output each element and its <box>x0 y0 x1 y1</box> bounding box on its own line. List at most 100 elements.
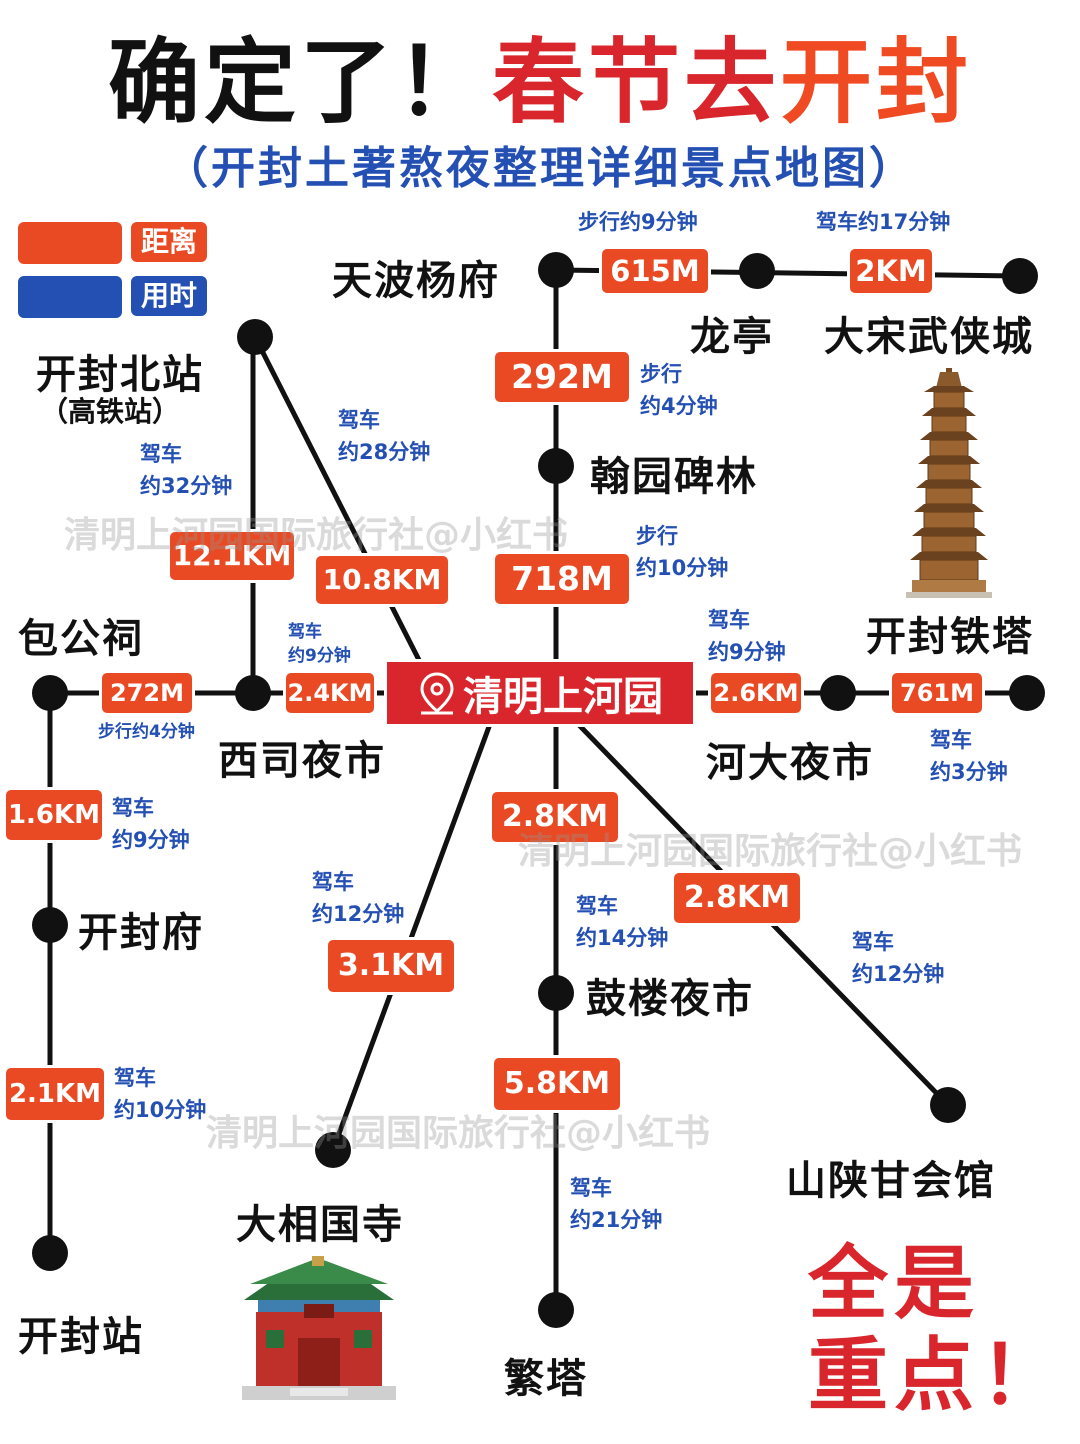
time-note-bao-xisi: 步行约4分钟 <box>98 722 195 742</box>
station-dot-pagoda <box>1009 675 1045 711</box>
time-note-mode: 驾车 <box>114 1066 156 1090</box>
time-note-duration: 约9分钟 <box>288 646 351 666</box>
time-note-north-hub: 驾车 约28分钟 <box>338 404 430 468</box>
time-note-duration: 约28分钟 <box>338 440 431 464</box>
station-dot-longting <box>739 253 775 289</box>
time-note-mode: 驾车 <box>708 608 750 632</box>
time-note-north-xisi: 驾车 约32分钟 <box>140 438 232 502</box>
map-pin-icon <box>420 672 454 715</box>
title-part1: 确定了！ <box>107 29 492 136</box>
time-note-tianbo-hanyuan: 步行 约4分钟 <box>640 358 718 422</box>
hub-label: 清明上河园 <box>463 674 663 720</box>
legend-distance-label: 距离 <box>131 222 208 262</box>
slogan-line2: 重点！ <box>808 1329 1066 1422</box>
station-longting: 龙亭 <box>690 314 774 360</box>
time-note-mode: 驾车 <box>288 622 322 642</box>
station-iron-pagoda: 开封铁塔 <box>866 614 1034 660</box>
station-kaifeng-north: 开封北站 <box>36 352 204 398</box>
time-note-duration: 约12分钟 <box>852 962 945 986</box>
distance-badge-longting-dasong: 2KM <box>850 249 932 293</box>
time-note-duration: 约10分钟 <box>636 556 729 580</box>
legend-distance-swatch <box>18 222 122 264</box>
station-dot-fanta <box>538 1292 574 1328</box>
time-note-duration: 约9分钟 <box>708 640 786 664</box>
station-dot-shanshangan <box>930 1087 966 1123</box>
distance-badge-hub-gulou: 2.8KM <box>492 792 618 842</box>
station-tianbo: 天波杨府 <box>332 258 500 304</box>
station-dot-gulou <box>538 975 574 1011</box>
station-xisi: 西司夜市 <box>218 738 386 784</box>
distance-badge-hub-xiangguosi: 3.1KM <box>328 940 454 992</box>
time-note-duration: 约4分钟 <box>640 394 718 418</box>
distance-badge-gulou-fanta: 5.8KM <box>494 1058 620 1110</box>
time-note-duration: 约12分钟 <box>312 902 405 926</box>
time-note-mode: 步行 <box>636 524 678 548</box>
route-line-hub-xiangguosi <box>330 721 493 1153</box>
station-gulou: 鼓楼夜市 <box>586 976 754 1022</box>
slogan-line1: 全是 <box>808 1237 980 1330</box>
distance-badge-north-xisi: 12.1KM <box>170 532 294 580</box>
title-part2: 春节去 <box>491 29 780 136</box>
time-note-xisi-hub: 驾车 约9分钟 <box>288 620 351 668</box>
station-baogongci: 包公祠 <box>18 616 144 662</box>
time-note-mode: 驾车 <box>852 930 894 954</box>
distance-badge-hub-shanshangan: 2.8KM <box>674 873 800 923</box>
title-part3: 开封 <box>780 29 973 136</box>
time-note-duration: 约32分钟 <box>140 474 233 498</box>
station-dot-kaifengfu <box>32 907 68 943</box>
time-note-mode: 步行 <box>640 362 682 386</box>
time-note-hub-heda: 驾车 约9分钟 <box>708 604 786 668</box>
time-note-tianbo-longting: 步行约9分钟 <box>578 210 698 234</box>
station-dot-xiangguosi <box>315 1132 351 1168</box>
station-kaifeng-station: 开封站 <box>18 1314 144 1360</box>
station-dot-tianbo <box>538 252 574 288</box>
station-heda: 河大夜市 <box>706 740 874 786</box>
time-note-duration: 约21分钟 <box>570 1208 663 1232</box>
time-note-bao-fu: 驾车 约9分钟 <box>112 792 190 856</box>
time-note-duration: 约9分钟 <box>112 828 190 852</box>
distance-badge-hub-heda: 2.6KM <box>711 673 801 713</box>
hub-qingming-shanghe-yuan: 清明上河园 <box>387 662 693 724</box>
station-dot-dasong <box>1002 258 1038 294</box>
time-note-mode: 驾车 <box>312 870 354 894</box>
station-fanta: 繁塔 <box>504 1356 588 1402</box>
watermark-3: 清明上河园国际旅行社@小红书 <box>206 1113 711 1154</box>
distance-badge-north-hub: 10.8KM <box>316 556 448 604</box>
station-hanyuan: 翰园碑林 <box>590 454 758 500</box>
station-dot-baogongci <box>32 675 68 711</box>
time-note-hub-shanshangan: 驾车 约12分钟 <box>852 926 944 990</box>
xiangguo-temple-illustration <box>242 1256 396 1400</box>
page-title: 确定了！春节去开封 <box>0 8 1080 141</box>
station-dasong: 大宋武侠城 <box>824 314 1034 360</box>
distance-badge-hanyuan-hub: 718M <box>495 554 629 604</box>
station-dot-hanyuan <box>538 448 574 484</box>
page-subtitle: （开封土著熬夜整理详细景点地图） <box>164 143 916 194</box>
station-dot-kaifeng-station <box>32 1235 68 1271</box>
time-note-hanyuan-hub: 步行 约10分钟 <box>636 520 728 584</box>
time-note-hub-xiangguosi: 驾车 约12分钟 <box>312 866 404 930</box>
iron-pagoda-illustration <box>906 368 992 598</box>
time-note-mode: 驾车 <box>576 894 618 918</box>
time-note-duration: 约3分钟 <box>930 760 1008 784</box>
time-note-mode: 驾车 <box>930 728 972 752</box>
time-note-longting-dasong: 驾车约17分钟 <box>816 210 951 234</box>
station-dot-kaifeng-north <box>237 319 273 355</box>
distance-badge-fu-station: 2.1KM <box>6 1068 104 1120</box>
legend-time-label: 用时 <box>131 276 208 316</box>
time-note-heda-pagoda: 驾车 约3分钟 <box>930 724 1008 788</box>
watermark-1: 清明上河园国际旅行社@小红书 <box>64 515 569 556</box>
time-note-duration: 约10分钟 <box>114 1098 207 1122</box>
time-note-mode: 驾车 <box>112 796 154 820</box>
time-note-gulou-fanta: 驾车 约21分钟 <box>570 1172 662 1236</box>
station-shanshangan: 山陕甘会馆 <box>786 1158 996 1204</box>
station-kaifeng-north-sub: （高铁站） <box>40 395 181 428</box>
time-note-mode: 驾车 <box>140 442 182 466</box>
time-note-duration: 约14分钟 <box>576 926 669 950</box>
time-note-fu-station: 驾车 约10分钟 <box>114 1062 206 1126</box>
station-dot-heda <box>820 675 856 711</box>
station-xiangguosi: 大相国寺 <box>236 1202 404 1248</box>
station-kaifengfu: 开封府 <box>78 910 204 956</box>
distance-badge-xisi-hub: 2.4KM <box>286 673 374 713</box>
distance-badge-bao-fu: 1.6KM <box>6 790 102 840</box>
